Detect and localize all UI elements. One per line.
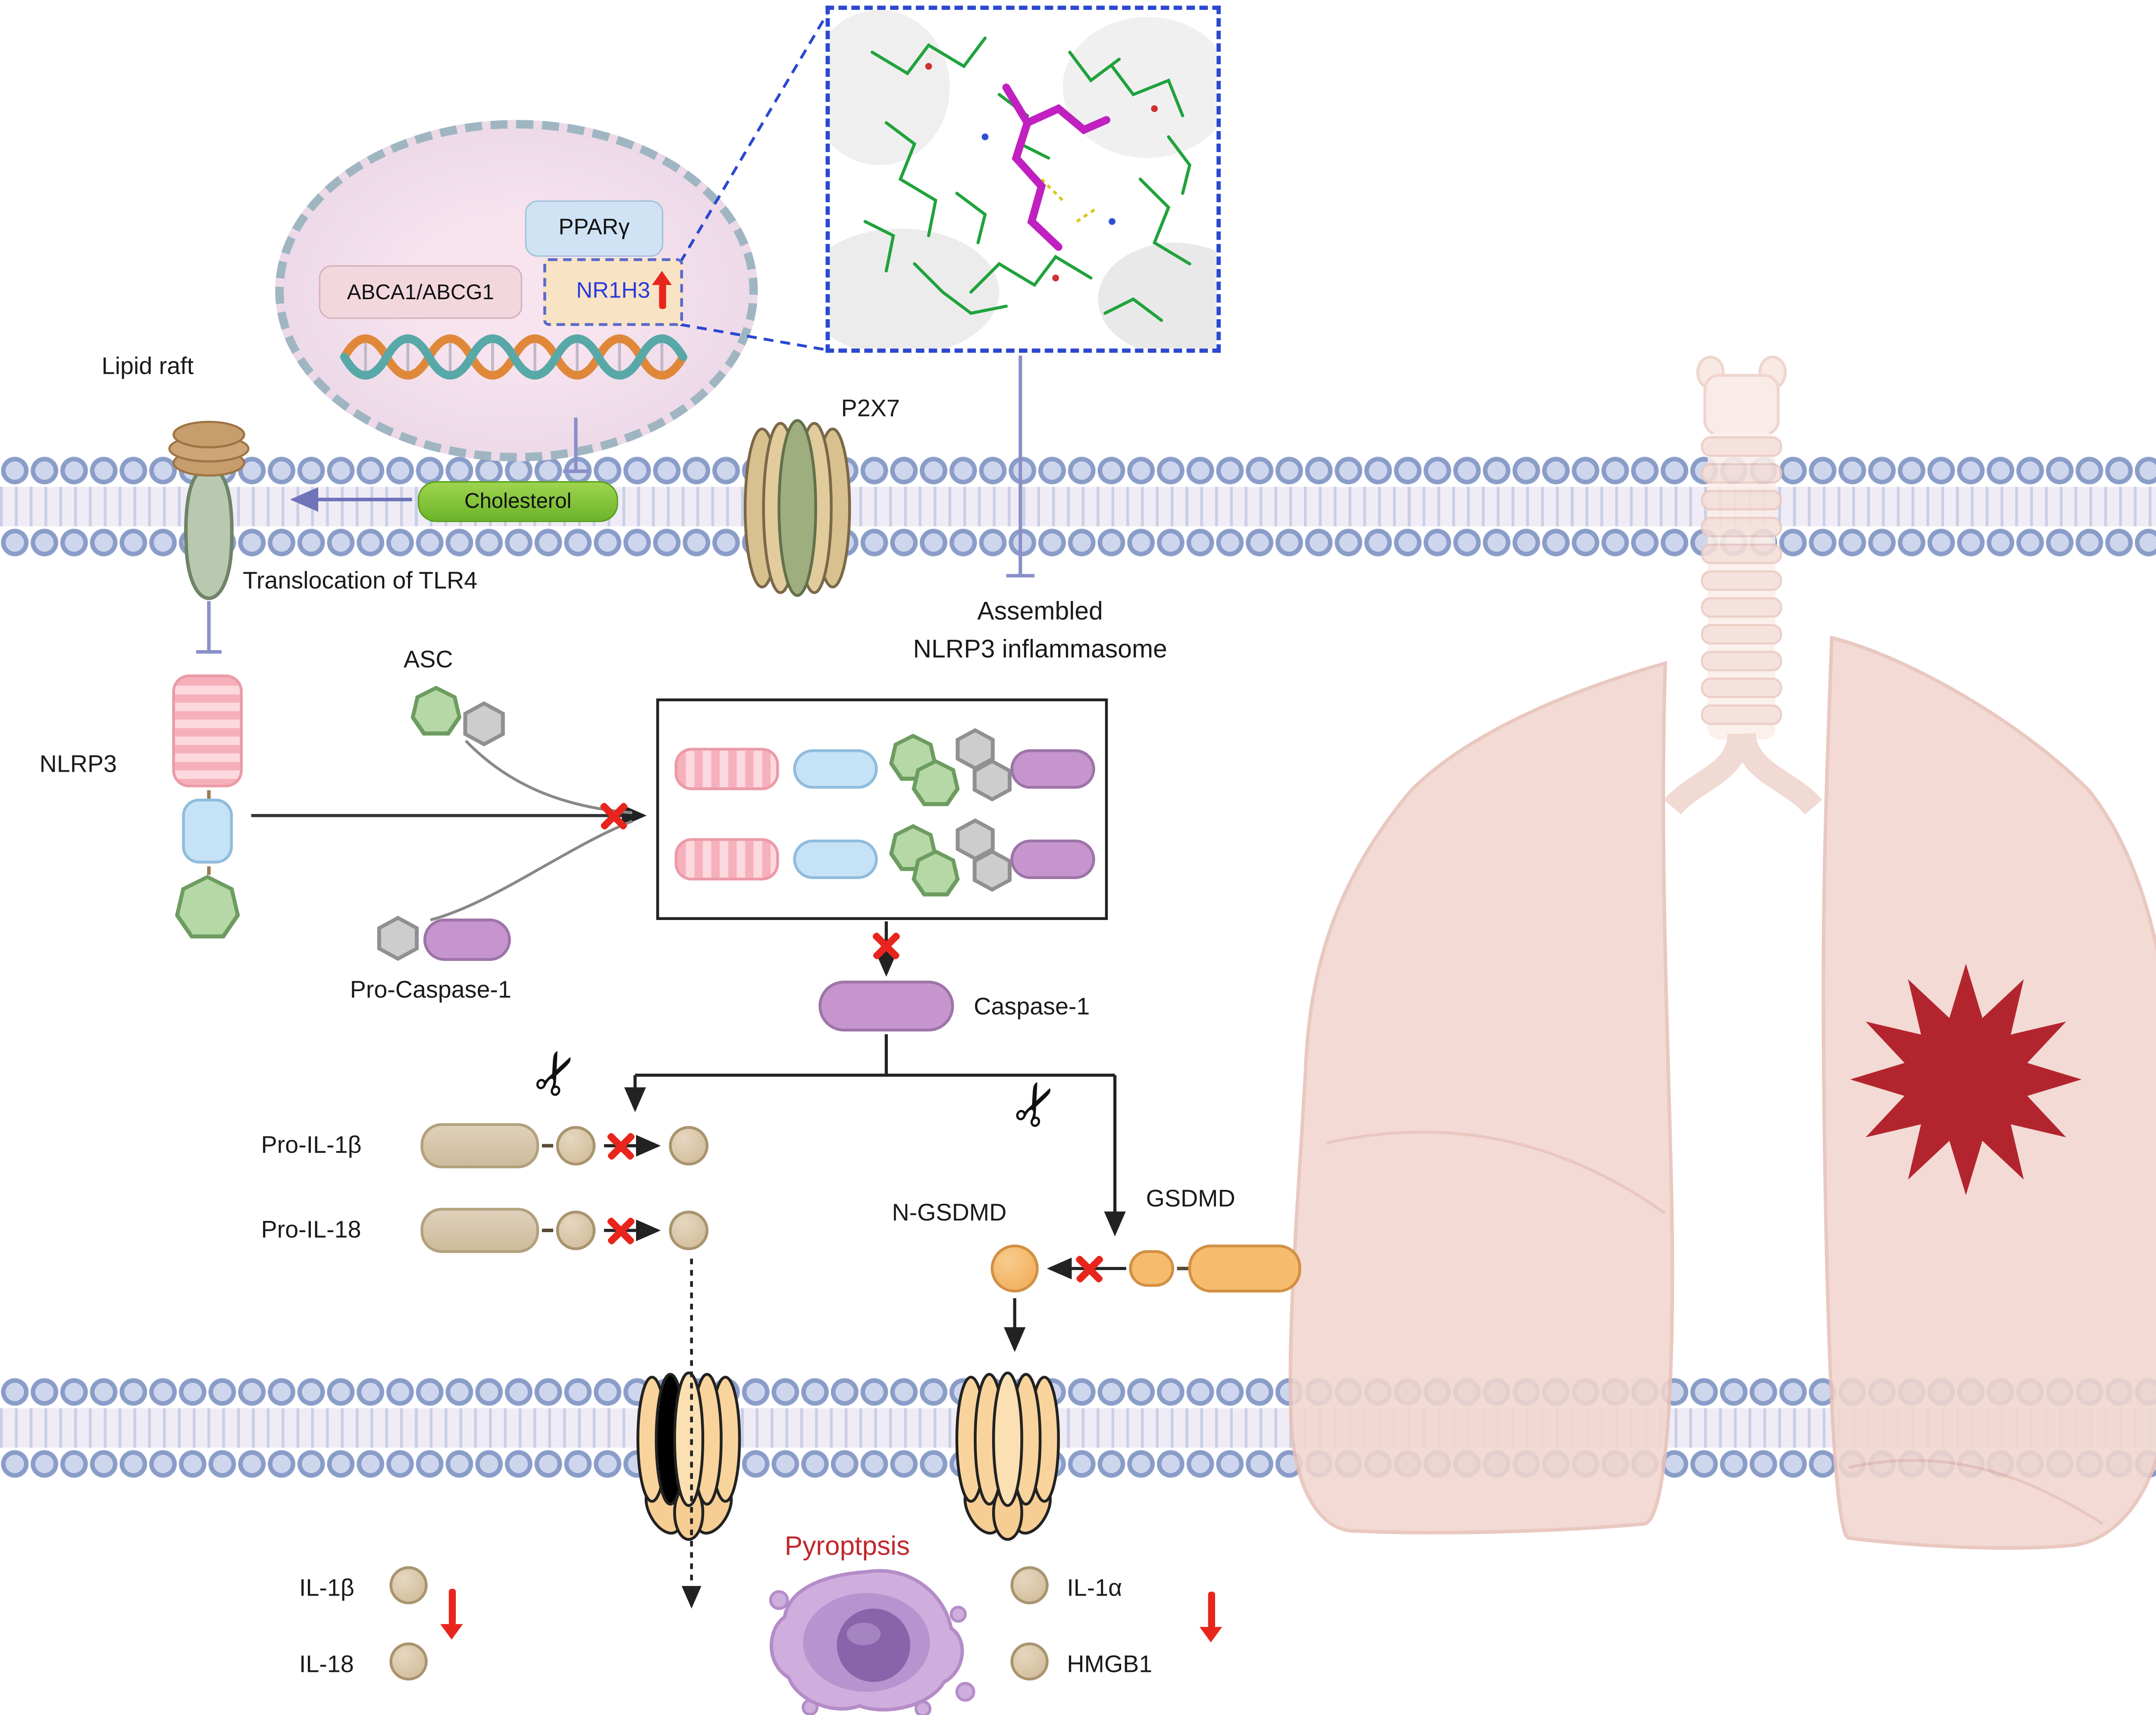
blocked-x-icon [605, 1130, 636, 1161]
lipid-head-row [0, 526, 2156, 559]
scissors-icon: ✂ [999, 1070, 1075, 1139]
asc-card-domain [463, 701, 505, 747]
blocked-x-icon [605, 1215, 636, 1246]
gsdmd-n-domain [1129, 1250, 1175, 1287]
dna-helix [340, 334, 687, 380]
nr1h3-label: NR1H3 [576, 279, 650, 304]
pro-il18-body [420, 1208, 539, 1253]
inflammation-starburst [1850, 964, 2082, 1195]
decrease-arrow-icon [1199, 1591, 1222, 1643]
assembled-line1: Assembled [977, 597, 1103, 625]
nlrp3-lrr-coil [172, 674, 243, 788]
scissors-icon: ✂ [519, 1039, 595, 1108]
asc-pyd-domain [411, 685, 462, 736]
pro-il1b-prodomain [556, 1126, 596, 1166]
lipid-head-row [0, 1376, 2156, 1408]
nacht-domain [793, 749, 878, 789]
caspase1-molecule [818, 980, 954, 1032]
nr1h3-up-arrow-icon [652, 271, 672, 309]
plasma-membrane-top [0, 454, 2156, 559]
assembled-inflammasome-label: Assembled NLRP3 inflammasome [843, 593, 1238, 669]
decrease-arrow-icon [440, 1589, 463, 1640]
pro-il18-label: Pro-IL-18 [261, 1216, 361, 1243]
il18-molecule [389, 1642, 428, 1681]
blocked-x-icon [871, 930, 902, 961]
lung-illustration [1288, 355, 2156, 1550]
pro-il1b-body [420, 1123, 539, 1168]
pyroptosis-label: Pyroptpsis [784, 1532, 910, 1562]
caspase-body [1010, 749, 1095, 789]
lrr-coil [674, 748, 779, 790]
pro-il18-prodomain [556, 1211, 596, 1250]
hmgb1-molecule [1010, 1642, 1049, 1681]
docking-structure [802, 9, 1253, 356]
gsdmd-label: GSDMD [1146, 1185, 1235, 1212]
lipid-raft-label: Lipid raft [101, 353, 194, 380]
nlrp3-nacht-domain [182, 798, 233, 864]
tlr4-receptor [168, 421, 250, 600]
lipid-tail-band [0, 487, 2156, 526]
caspase-body [1010, 839, 1095, 879]
n-gsdmd-fragment [990, 1244, 1039, 1293]
il1a-molecule [1010, 1566, 1049, 1605]
pro-caspase1-body [423, 918, 511, 961]
p2x7-channel [743, 419, 851, 597]
assembled-line2: NLRP3 inflammasome [913, 635, 1167, 663]
assembled-inflammasome-box [656, 698, 1108, 920]
pro-caspase1-card-domain [377, 916, 419, 961]
il1b-molecule [389, 1566, 428, 1605]
blocked-x-icon [1074, 1253, 1105, 1284]
cholesterol-molecule: Cholesterol [417, 481, 618, 522]
il1b-mature [669, 1126, 708, 1166]
lipid-head-row [0, 454, 2156, 487]
gsdmd-pore [636, 1371, 741, 1541]
inflammasome-row [674, 728, 1098, 806]
pro-caspase1-label: Pro-Caspase-1 [350, 976, 511, 1004]
gsdmd-pore [955, 1371, 1060, 1541]
caspase1-label: Caspase-1 [974, 993, 1090, 1020]
pyroptotic-cell [769, 1569, 975, 1715]
n-gsdmd-label: N-GSDMD [892, 1199, 1007, 1227]
abca1-abcg1-box: ABCA1/ABCG1 [319, 265, 522, 319]
plasma-membrane-bottom [0, 1376, 2156, 1480]
lipid-tail-band [0, 1408, 2156, 1448]
il18-label: IL-18 [299, 1651, 354, 1678]
blocked-x-icon [599, 800, 630, 831]
pro-il1b-label: Pro-IL-1β [261, 1131, 362, 1159]
p2x7-label: P2X7 [841, 395, 900, 422]
lipid-head-row [0, 1447, 2156, 1480]
asc-label: ASC [404, 646, 453, 673]
nlrp3-label: NLRP3 [39, 751, 117, 778]
il18-mature [669, 1211, 708, 1250]
il1a-label: IL-1α [1067, 1574, 1122, 1602]
lrr-coil [674, 838, 779, 881]
gsdmd-c-domain [1188, 1244, 1301, 1293]
abca1-abcg1-label: ABCA1/ABCG1 [347, 280, 494, 304]
hmgb1-label: HMGB1 [1067, 1651, 1153, 1678]
cholesterol-label: Cholesterol [464, 489, 572, 514]
inflammasome-row [674, 818, 1098, 897]
nacht-domain [793, 839, 878, 879]
il1b-label: IL-1β [299, 1574, 354, 1602]
ppar-gamma-label: PPARγ [558, 216, 630, 240]
ppar-gamma-box: PPARγ [525, 200, 664, 257]
tlr4-translocation-label: Translocation of TLR4 [242, 567, 478, 594]
molecular-docking-inset [802, 6, 1253, 356]
nlrp3-pyd-domain [175, 875, 240, 939]
